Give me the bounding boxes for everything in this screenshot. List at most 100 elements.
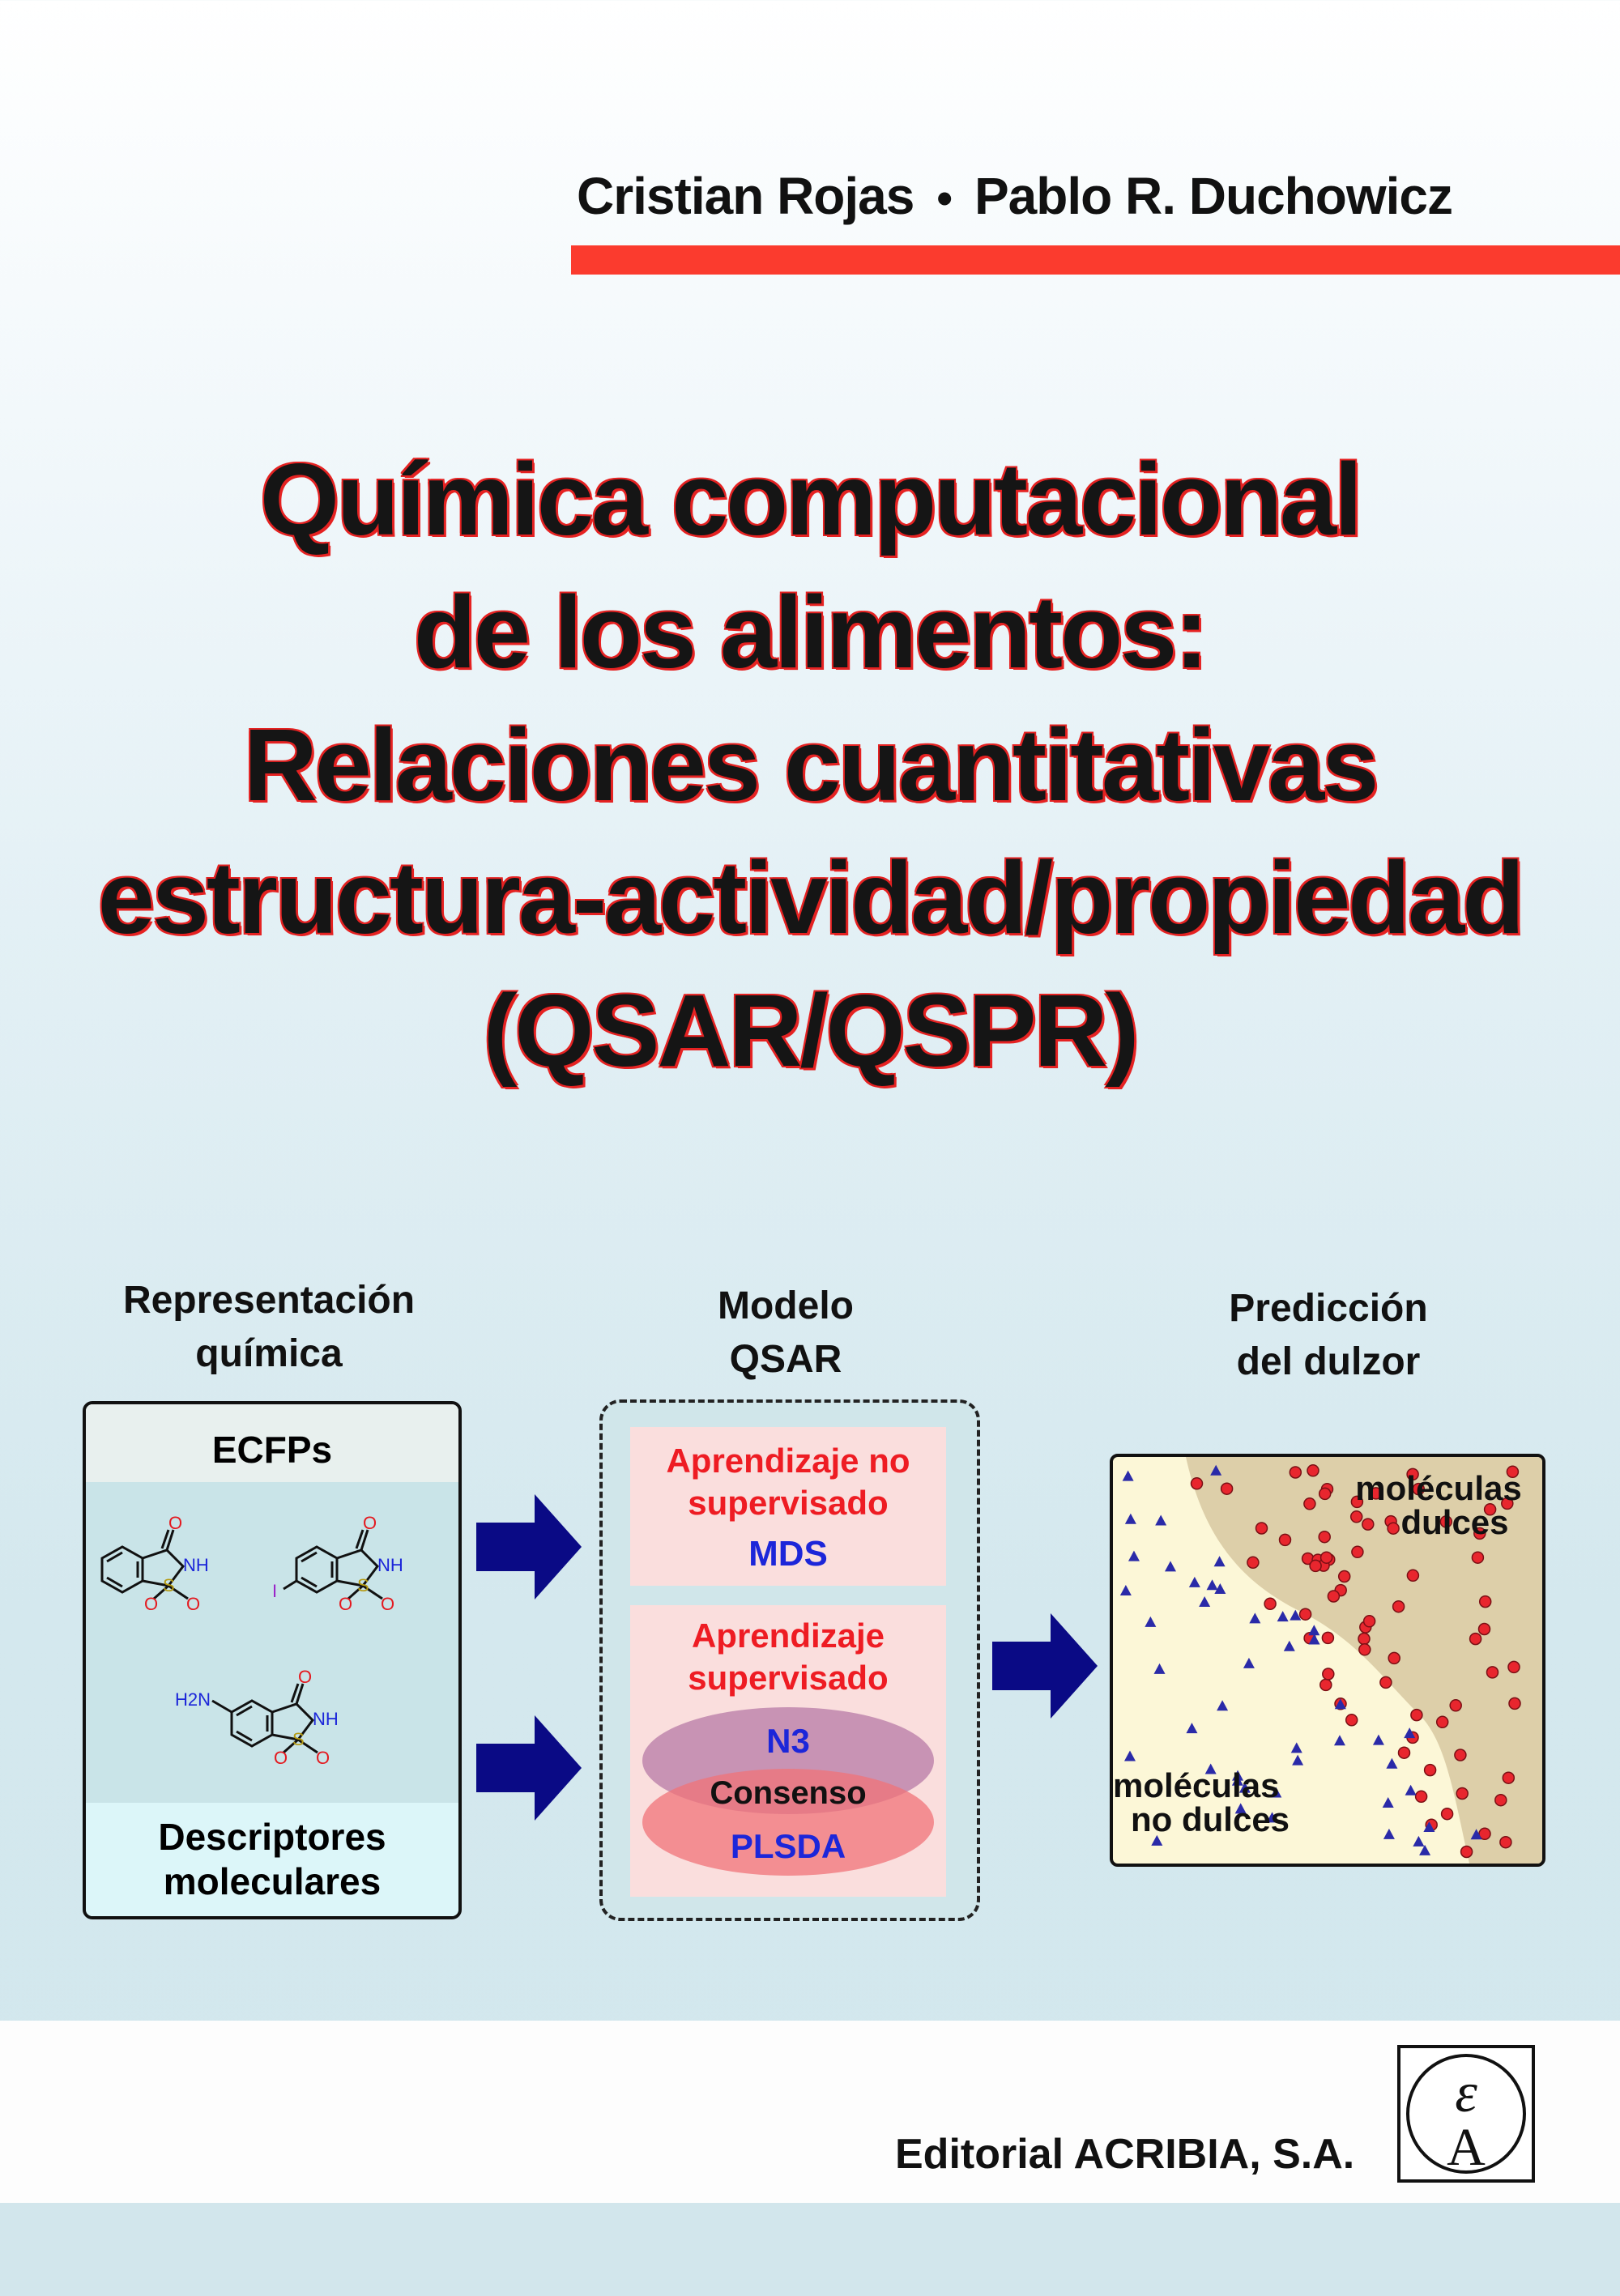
nonsweet-molecule-triangle — [1423, 1821, 1435, 1833]
method-plsda: PLSDA — [731, 1827, 846, 1865]
nonsweet-molecule-triangle — [1186, 1723, 1198, 1734]
molecule-structures: O NH S O O O NH S O O I O NH S O O H2N — [100, 1513, 403, 1768]
sweet-molecule-dot — [1278, 1533, 1292, 1547]
nonsweet-molecule-triangle — [1145, 1616, 1157, 1627]
nonsweet-molecule-triangle — [1213, 1556, 1226, 1567]
nonsweet-molecule-triangle — [1217, 1700, 1229, 1711]
heading-representation-l1: Representación — [122, 1279, 416, 1322]
atom-o: O — [298, 1667, 312, 1687]
publisher-logo: ε A — [1397, 2045, 1535, 2183]
nonsweet-molecule-triangle — [1334, 1698, 1346, 1710]
method-mds: MDS — [748, 1534, 828, 1574]
logo-glyph-bottom: A — [1447, 2118, 1486, 2177]
sweet-molecule-dot — [1483, 1503, 1497, 1516]
sweet-molecule-dot — [1477, 1622, 1491, 1636]
author-second: Pablo R. Duchowicz — [974, 167, 1453, 225]
heading-prediction: Predicción del dulzor — [1166, 1282, 1490, 1389]
nonsweet-molecule-triangle — [1206, 1579, 1218, 1591]
ecfps-label: ECFPs — [86, 1404, 458, 1482]
nonsweet-molecule-triangle — [1122, 1470, 1134, 1481]
arrow-right-icon — [992, 1613, 1098, 1719]
nonsweet-molecule-triangle — [1270, 1787, 1282, 1798]
sweet-molecule-dot — [1351, 1545, 1364, 1559]
sweet-molecule-dot — [1478, 1595, 1492, 1608]
nonsweet-molecule-triangle — [1153, 1663, 1166, 1674]
atom-i: I — [272, 1581, 277, 1601]
title-line-1: Química computacional — [259, 442, 1362, 556]
label-nonsweet-l2: no dulces — [1131, 1800, 1290, 1838]
nonsweet-molecule-triangle — [1382, 1797, 1394, 1808]
label-sweet-l1: moléculas — [1355, 1469, 1522, 1507]
method-consensus: Consenso — [710, 1775, 866, 1811]
label-sweet-l2: dulces — [1400, 1503, 1509, 1541]
title-line-2: de los alimentos: — [413, 575, 1209, 689]
supervised-label-l1: Aprendizaje — [691, 1617, 885, 1655]
heading-prediction-l2: del dulzor — [1236, 1340, 1421, 1383]
sweet-molecule-dot — [1414, 1790, 1428, 1804]
author-first: Cristian Rojas — [577, 167, 914, 225]
sweet-molecule-dot — [1460, 1845, 1473, 1859]
nonsweet-molecule-triangle — [1404, 1727, 1416, 1739]
nonsweet-molecule-triangle — [1413, 1835, 1425, 1847]
sweet-molecule-dot — [1387, 1522, 1400, 1535]
nonsweet-molecule-triangle — [1188, 1576, 1200, 1587]
sweet-molecule-dot — [1307, 1464, 1319, 1477]
atom-o: O — [381, 1594, 394, 1614]
nonsweet-molecule-triangle — [1214, 1582, 1226, 1594]
sweet-molecule-dot — [1471, 1551, 1485, 1564]
sweet-molecule-dot — [1435, 1715, 1449, 1729]
nonsweet-molecule-triangle — [1210, 1464, 1222, 1476]
sweet-molecule-dot — [1469, 1632, 1482, 1646]
sweet-molecule-dot — [1264, 1597, 1277, 1611]
nonsweet-molecule-triangle — [1124, 1513, 1136, 1524]
label-nonsweet-l1: moléculas — [1113, 1766, 1280, 1804]
nonsweet-molecule-triangle — [1249, 1612, 1261, 1624]
nonsweet-molecule-triangle — [1333, 1735, 1345, 1746]
atom-o: O — [316, 1748, 330, 1768]
sweet-molecule-dot — [1358, 1643, 1371, 1656]
nonsweet-molecule-triangle — [1164, 1561, 1176, 1572]
nonsweet-molecule-triangle — [1243, 1657, 1255, 1668]
atom-h2n: H2N — [175, 1689, 211, 1710]
atom-s: S — [292, 1729, 305, 1749]
nonsweet-molecule-triangle — [1308, 1634, 1320, 1645]
descriptors-label-l1: Descriptores — [158, 1816, 386, 1858]
atom-s: S — [163, 1575, 175, 1595]
unsupervised-label-l1: Aprendizaje no — [666, 1442, 910, 1480]
sweet-molecule-dot — [1190, 1477, 1204, 1490]
molecule-saccharin — [100, 1529, 189, 1600]
nonsweet-molecule-triangle — [1419, 1844, 1431, 1855]
sweet-molecule-dot — [1454, 1749, 1467, 1761]
sweet-molecule-dot — [1289, 1466, 1302, 1479]
nonsweet-molecule-triangle — [1383, 1828, 1395, 1839]
label-sweet: moléculas dulces — [1341, 1472, 1536, 1540]
nonsweet-molecule-triangle — [1128, 1550, 1140, 1561]
nonsweet-molecule-triangle — [1123, 1750, 1136, 1761]
nonsweet-molecule-triangle — [1290, 1742, 1302, 1753]
sweet-molecule-dot — [1362, 1615, 1376, 1628]
panel-representation: ECFPs — [83, 1401, 462, 1919]
nonsweet-molecule-triangle — [1238, 1782, 1251, 1793]
sweet-molecule-dot — [1478, 1827, 1491, 1841]
label-nonsweet: moléculas no dulces — [1113, 1769, 1324, 1837]
atom-nh: NH — [377, 1555, 403, 1575]
heading-model: Modelo QSAR — [624, 1280, 948, 1387]
sweet-molecule-dot — [1439, 1515, 1453, 1528]
sweet-molecule-dot — [1456, 1787, 1469, 1800]
atom-o: O — [144, 1594, 158, 1614]
atom-o: O — [274, 1748, 288, 1768]
molecule-iodosaccharin — [283, 1529, 383, 1600]
book-title: Química computacional de los alimentos: … — [0, 433, 1620, 1097]
sweet-molecule-dot — [1319, 1551, 1333, 1564]
sweet-molecule-dot — [1319, 1678, 1332, 1692]
sweet-molecule-dot — [1318, 1530, 1331, 1544]
sweet-molecule-dot — [1345, 1714, 1358, 1727]
sweet-molecule-dot — [1406, 1467, 1419, 1481]
sweet-molecule-dot — [1318, 1487, 1332, 1501]
heading-model-l1: Modelo — [718, 1284, 854, 1327]
sweet-molecule-dot — [1508, 1697, 1521, 1710]
sweet-molecule-dot — [1494, 1793, 1507, 1807]
nonsweet-molecule-triangle — [1290, 1609, 1302, 1621]
nonsweet-molecule-triangle — [1283, 1640, 1295, 1651]
panel-prediction: moléculas dulces moléculas no dulces — [1110, 1454, 1545, 1867]
